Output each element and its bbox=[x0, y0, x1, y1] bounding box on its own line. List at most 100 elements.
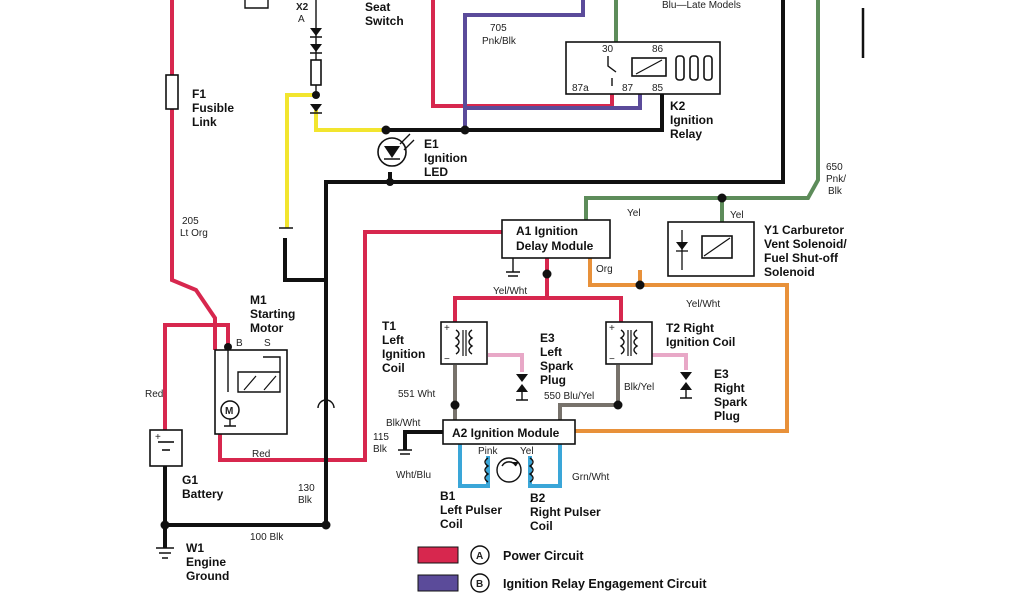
fusible-link-icon bbox=[165, 74, 179, 110]
wire-label: Lt Org bbox=[180, 228, 208, 239]
blue-wires bbox=[458, 444, 562, 488]
wire-red-battery bbox=[163, 323, 230, 432]
pulser-coils: B1 Left Pulser Coil B2 Right Pulser Coil bbox=[440, 457, 601, 533]
motor-terminal-b: B bbox=[236, 338, 243, 349]
relay-pin-30: 30 bbox=[602, 44, 614, 55]
b2-line1: Right Pulser bbox=[530, 505, 601, 519]
junction-dot bbox=[542, 269, 552, 279]
key-switch-icon bbox=[244, 0, 269, 9]
b2-id: B2 bbox=[530, 491, 546, 505]
b1-line2: Coil bbox=[440, 517, 463, 531]
wire-red-fusible-link bbox=[170, 0, 217, 350]
wire-label: Blk/Yel bbox=[624, 382, 654, 393]
connector-icon bbox=[279, 227, 335, 409]
wire-pink-right bbox=[650, 353, 688, 370]
wire-black-led-relay bbox=[320, 80, 664, 132]
e3r-line3: Plug bbox=[714, 409, 740, 423]
legend-label-power: Power Circuit bbox=[503, 549, 584, 563]
e3l-line3: Plug bbox=[540, 373, 566, 387]
ground-icon bbox=[516, 392, 528, 401]
b1-line1: Left Pulser bbox=[440, 503, 502, 517]
t1-line2: Ignition bbox=[382, 347, 425, 361]
wire-label: Yel bbox=[730, 210, 744, 221]
right-ignition-coil: + − T2 Right Ignition Coil bbox=[605, 321, 735, 365]
coil-box bbox=[605, 321, 653, 365]
b1-id: B1 bbox=[440, 489, 456, 503]
diode-icon bbox=[310, 28, 322, 36]
wire-label: Red bbox=[252, 449, 270, 460]
y1-line3: Fuel Shut-off bbox=[764, 251, 839, 265]
flywheel-icon bbox=[496, 457, 522, 483]
junction-dot bbox=[717, 193, 727, 203]
wire-gray-550 bbox=[558, 365, 620, 420]
relay-pin-85: 85 bbox=[652, 83, 664, 94]
f1-id: F1 bbox=[192, 87, 206, 101]
g1-line1: Battery bbox=[182, 487, 224, 501]
wire-label: 205 bbox=[182, 216, 199, 227]
legend-swatch-relay bbox=[417, 574, 459, 592]
m1-line2: Motor bbox=[250, 321, 284, 335]
relay-contact-icon bbox=[607, 56, 617, 86]
wire-label: Org bbox=[596, 264, 613, 275]
a1-line2: Delay Module bbox=[516, 239, 594, 253]
wire-black-relay-return bbox=[326, 0, 785, 184]
wire-label: Blk bbox=[373, 444, 388, 455]
junction-dot bbox=[635, 280, 645, 290]
wire-blue-left bbox=[458, 444, 490, 488]
led-diode-icon bbox=[384, 146, 400, 158]
k2-id: K2 bbox=[670, 99, 686, 113]
f1-line2: Link bbox=[192, 115, 217, 129]
wire-label: Blk/Wht bbox=[386, 418, 421, 429]
spark-plug-icon bbox=[516, 374, 528, 382]
motor-terminal-s: S bbox=[264, 338, 271, 349]
wire-label: 115 bbox=[373, 432, 389, 443]
junction-dot bbox=[613, 400, 623, 410]
legend-item-power: A Power Circuit bbox=[417, 545, 584, 565]
wire-label: Yel/Wht bbox=[686, 299, 720, 310]
x2-connector: X2 A bbox=[244, 0, 309, 25]
wire-label: 550 Blu/Yel bbox=[544, 391, 594, 402]
ground-icon bbox=[156, 547, 174, 559]
right-spark-plug: E3 Right Spark Plug bbox=[680, 367, 748, 423]
e1-line2: LED bbox=[424, 165, 448, 179]
junction-dot bbox=[224, 343, 232, 351]
ignition-delay-module: A1 Ignition Delay Module bbox=[501, 219, 611, 277]
wire-label: Yel/Wht bbox=[493, 286, 527, 297]
y1-line2: Vent Solenoid/ bbox=[764, 237, 847, 251]
x2-sub: A bbox=[298, 14, 305, 25]
wire-label: 650 bbox=[826, 162, 843, 173]
legend-badge-b bbox=[470, 573, 490, 593]
svg-text:+: + bbox=[609, 323, 615, 334]
wire-label: Yel bbox=[520, 446, 534, 457]
g1-id: G1 bbox=[182, 473, 198, 487]
svg-text:−: − bbox=[444, 354, 450, 365]
wire-black-main bbox=[163, 172, 392, 527]
relay-pin-86: 86 bbox=[652, 44, 664, 55]
e3l-line1: Left bbox=[540, 345, 562, 359]
b2-line2: Coil bbox=[530, 519, 553, 533]
wire-label: 551 Wht bbox=[398, 389, 435, 400]
left-ignition-coil: + − T1 Left Ignition Coil bbox=[382, 319, 488, 375]
t2-line1: T2 Right bbox=[666, 321, 714, 335]
pulser-coil-icon bbox=[484, 457, 490, 483]
wire-yellow-seat bbox=[285, 93, 316, 228]
wire-pink-left bbox=[488, 353, 524, 372]
fusible-link: F1 Fusible Link bbox=[165, 74, 234, 129]
w1-id: W1 bbox=[186, 541, 204, 555]
legend-swatch-power bbox=[417, 546, 459, 564]
wire-green-650 bbox=[584, 0, 820, 220]
wire-label: Blk bbox=[298, 495, 313, 506]
junction-dot bbox=[321, 520, 331, 530]
wire-yellow-led bbox=[314, 110, 386, 132]
yellow-wires bbox=[285, 93, 386, 228]
wire-labels: Blu—Late Models 705 Pnk/Blk 205 Lt Org 6… bbox=[145, 0, 846, 543]
svg-text:−: − bbox=[609, 354, 615, 365]
w1-line2: Ground bbox=[186, 569, 229, 583]
wire-label: 130 bbox=[298, 483, 315, 494]
ignition-module-box bbox=[442, 419, 576, 445]
pink-wires bbox=[488, 353, 688, 372]
y1-line4: Solenoid bbox=[764, 265, 815, 279]
ground-icon bbox=[224, 419, 236, 427]
k2-line2: Relay bbox=[670, 127, 702, 141]
